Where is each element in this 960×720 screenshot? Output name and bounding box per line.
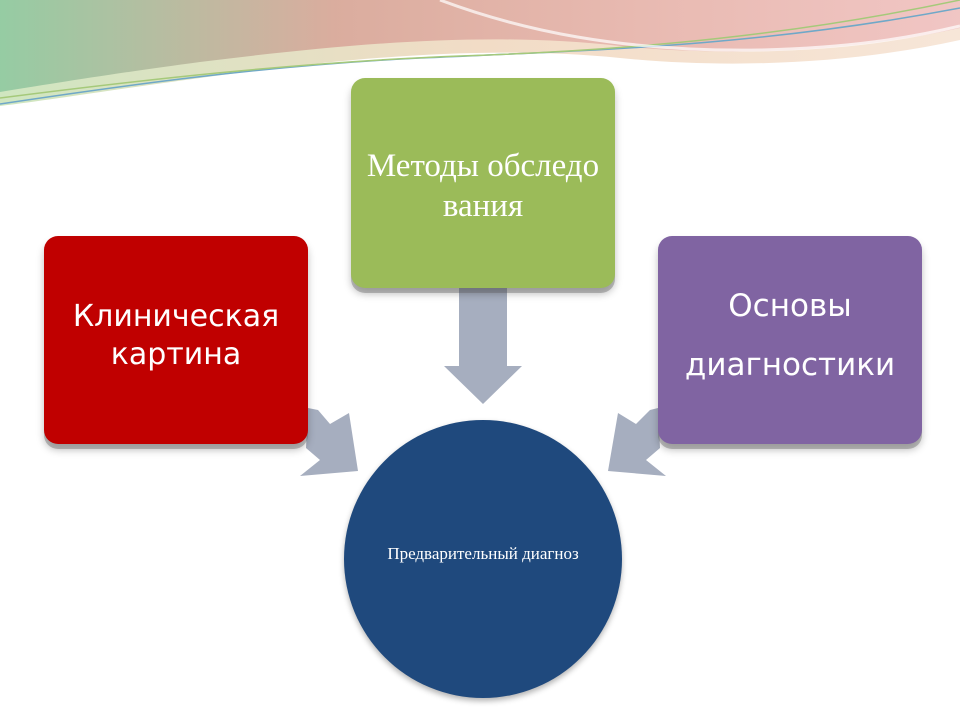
examination-methods-box: Методы обследования	[351, 78, 615, 288]
arrow-right-diagonal	[608, 408, 666, 476]
arrow-left-diagonal	[300, 408, 358, 476]
diagnostics-basics-box: Основы диагностики	[658, 236, 922, 444]
arrow-down	[444, 288, 522, 404]
decorative-header-waves	[0, 0, 960, 106]
clinical-picture-label: Клиническая картина	[72, 298, 280, 372]
examination-methods-label: Методы обследования	[366, 147, 600, 224]
clinical-picture-box: Клиническая картина	[44, 236, 308, 444]
diagnostics-basics-label: Основы диагностики	[684, 288, 896, 383]
preliminary-diagnosis-label: Предварительный диагноз	[387, 543, 579, 563]
preliminary-diagnosis-circle: Предварительный диагноз	[344, 420, 622, 698]
